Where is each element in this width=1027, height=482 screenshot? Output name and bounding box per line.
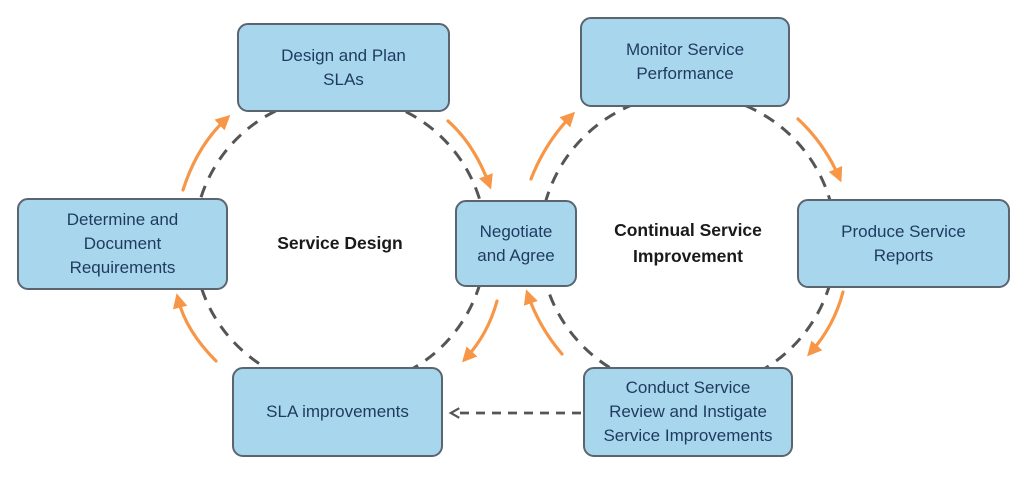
node-design-and-plan-slas: Design and Plan SLAs bbox=[237, 23, 450, 112]
node-label: Design and Plan SLAs bbox=[281, 45, 406, 89]
node-conduct-service-review: Conduct Service Review and Instigate Ser… bbox=[583, 367, 793, 457]
node-determine-and-document-requirements: Determine and Document Requirements bbox=[17, 198, 228, 290]
label-service-design: Service Design bbox=[277, 233, 403, 253]
node-label: Produce Service Reports bbox=[841, 221, 966, 265]
curved-arrow-produce-to-conduct-icon bbox=[807, 290, 845, 357]
node-label: Conduct Service Review and Instigate Ser… bbox=[603, 378, 773, 445]
node-label: Negotiate and Agree bbox=[477, 221, 555, 265]
node-produce-service-reports: Produce Service Reports bbox=[797, 199, 1010, 288]
curved-arrow-determine-to-design-icon bbox=[181, 114, 231, 192]
node-label: SLA improvements bbox=[266, 402, 409, 421]
node-label: Determine and Document Requirements bbox=[66, 210, 179, 277]
curved-arrow-negotiate-to-sla-icon bbox=[462, 299, 499, 363]
curved-arrow-conduct-to-negotiate-icon bbox=[523, 289, 564, 356]
curved-arrow-negotiate-to-monitor-icon bbox=[529, 111, 576, 181]
node-monitor-service-performance: Monitor Service Performance bbox=[580, 17, 790, 107]
node-label: Monitor Service Performance bbox=[625, 40, 745, 83]
label-continual-service-improvement: Continual Service Improvement bbox=[614, 220, 762, 266]
curved-arrow-sla-to-determine-icon bbox=[173, 293, 218, 363]
node-negotiate-and-agree: Negotiate and Agree bbox=[455, 200, 577, 287]
curved-arrow-design-to-negotiate-icon bbox=[446, 119, 493, 190]
curved-arrow-monitor-to-produce-icon bbox=[796, 117, 843, 183]
node-sla-improvements: SLA improvements bbox=[232, 367, 443, 457]
